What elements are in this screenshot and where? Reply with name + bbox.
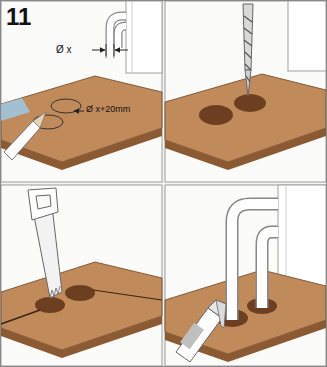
- dimension-label: Ø x: [56, 44, 72, 55]
- panel-sealing: [165, 185, 326, 366]
- panel-sawing: [1, 185, 162, 366]
- dimension-label: Ø x+20mm: [86, 105, 130, 115]
- callout-number: 11: [6, 4, 31, 30]
- panel-drilling: [165, 1, 326, 182]
- panel-marking: [1, 1, 162, 182]
